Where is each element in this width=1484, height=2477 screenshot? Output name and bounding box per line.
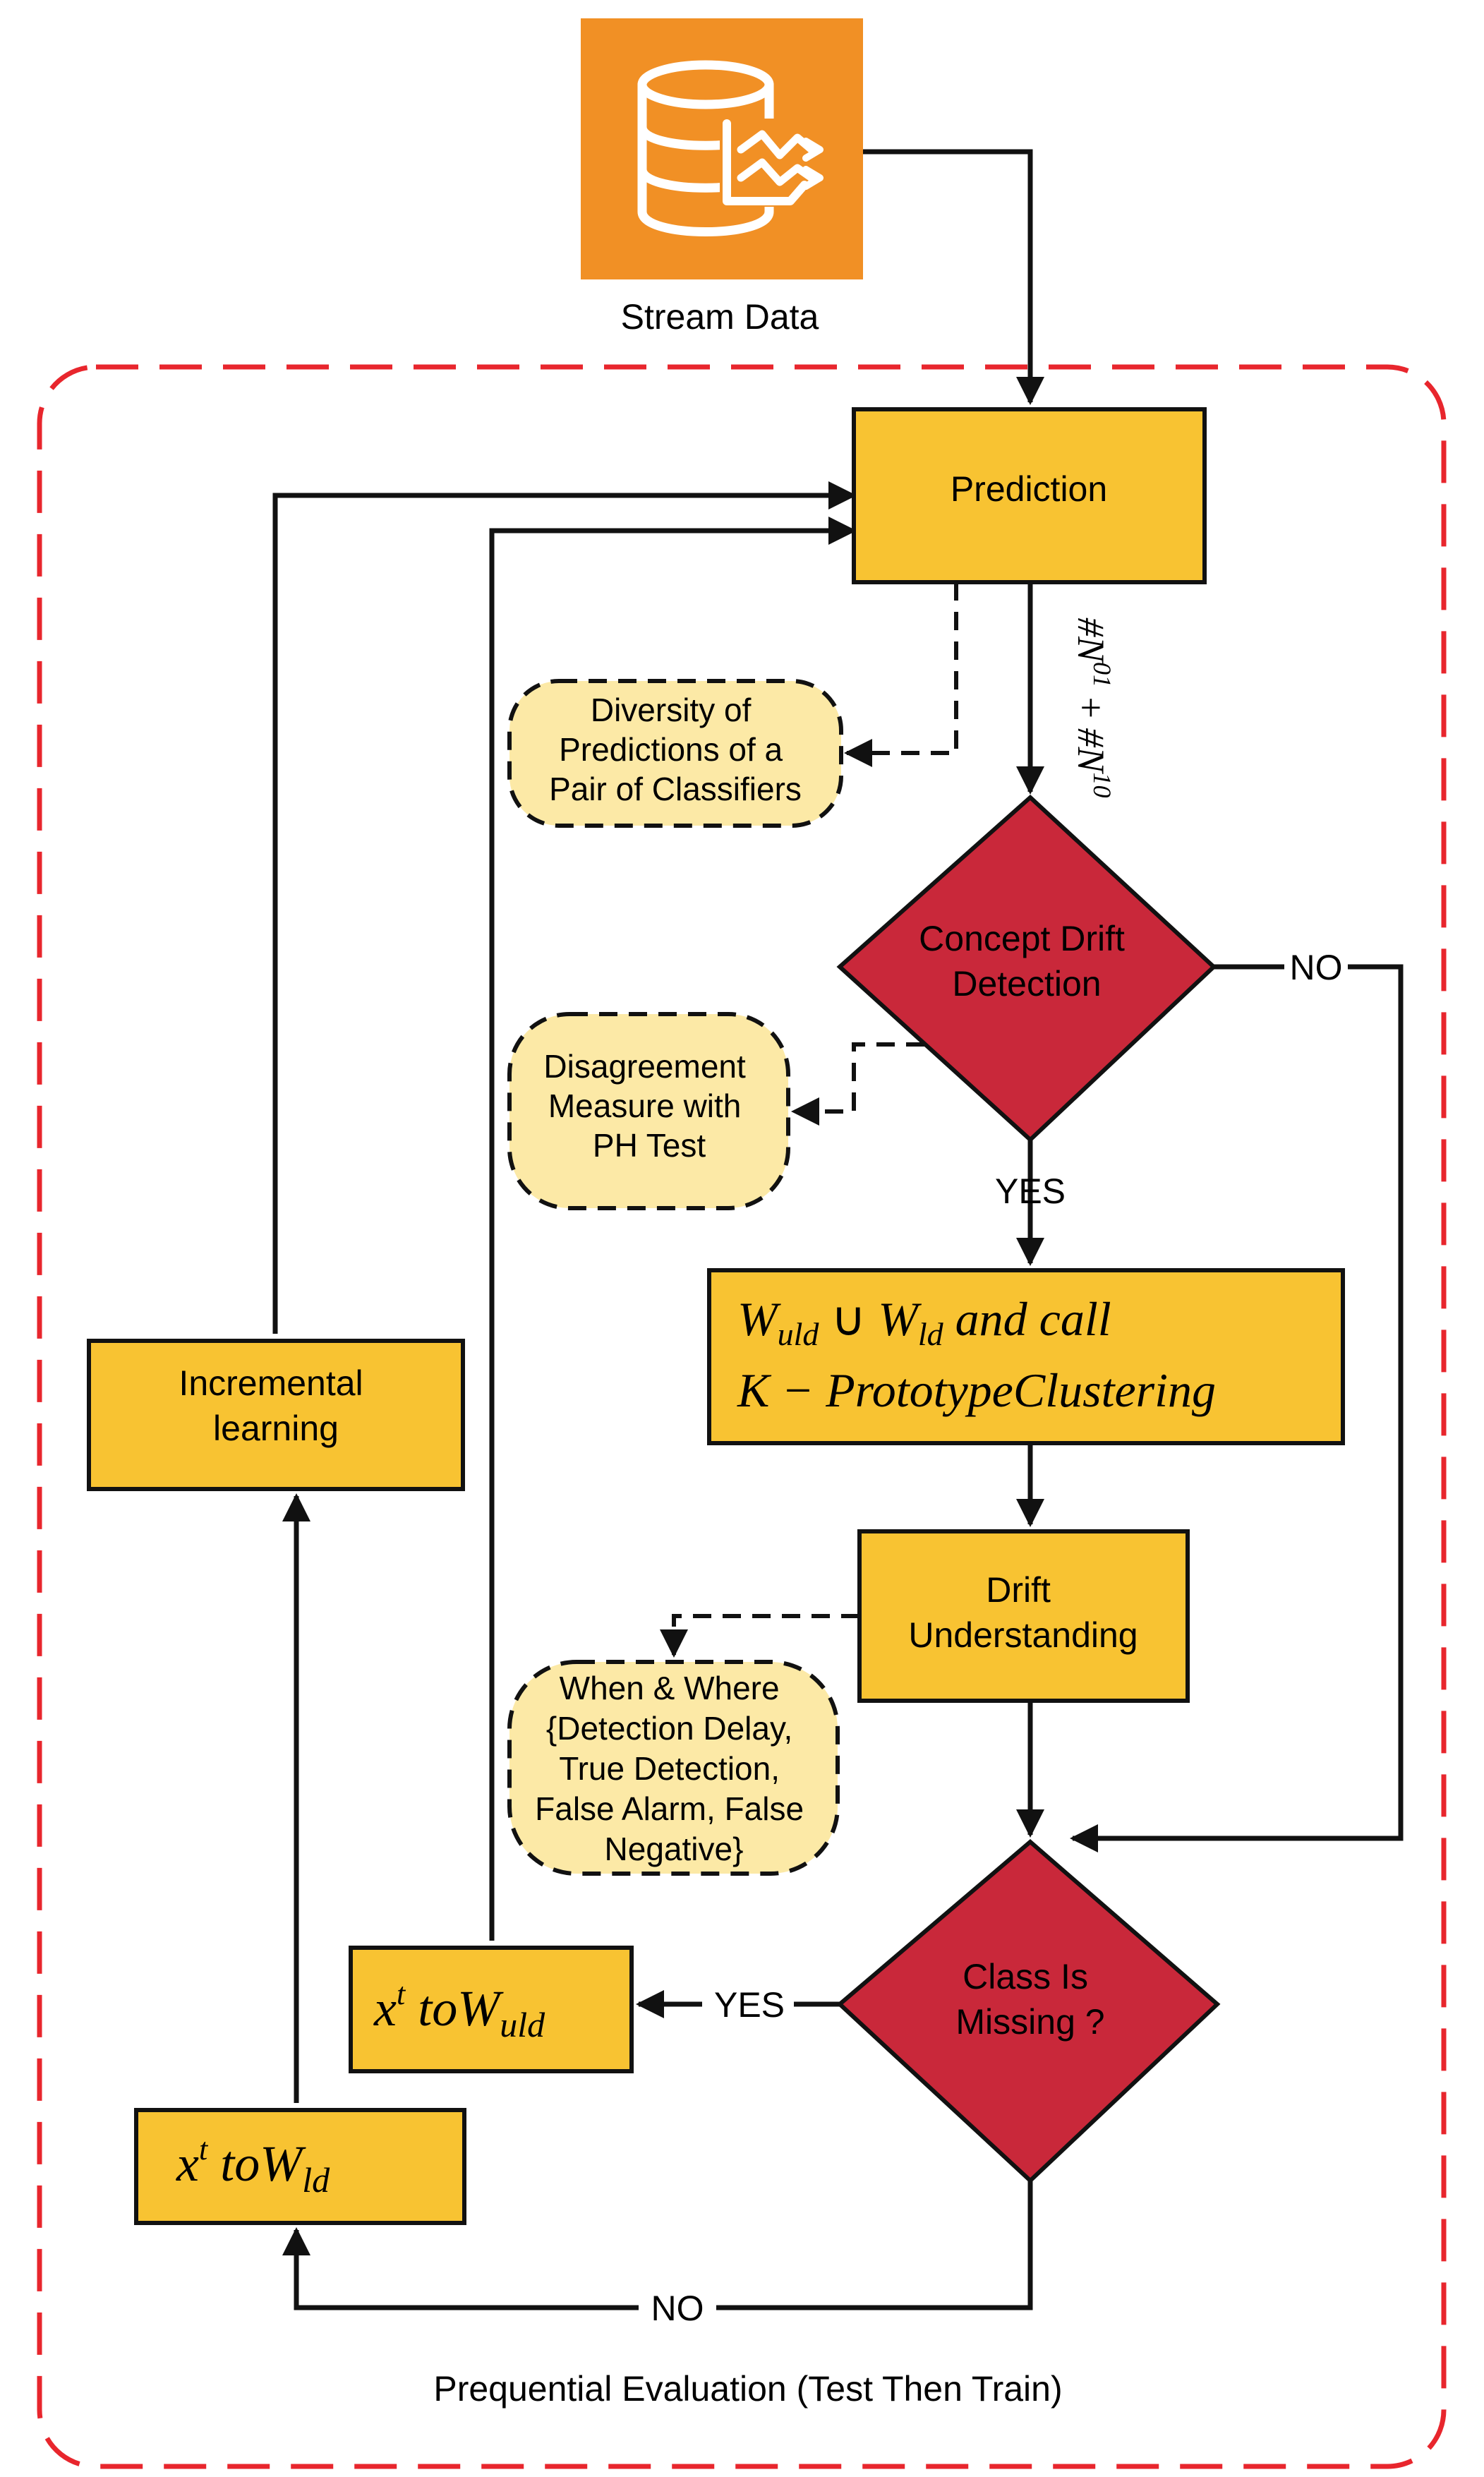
xt-to-wuld-label: xt toWuld (373, 1977, 545, 2044)
edge-incremental-to-prediction (272, 481, 857, 1334)
count-annotation: #N01 + #N10 (1070, 617, 1116, 798)
when-where-note-text: When & Where {Detection Delay, True Dete… (535, 1670, 813, 1867)
diversity-note-text: Diversity of Predictions of a Pair of Cl… (549, 692, 802, 807)
class-missing-label: Class Is Missing ? (955, 1957, 1104, 2042)
edge-missing-no (296, 2181, 1033, 2310)
disagreement-note-text: Disagreement Measure with PH Test (543, 1048, 754, 1164)
edge-wuld-to-prediction (489, 517, 857, 1941)
concept-drift-decision: Concept Drift Detection (836, 794, 1217, 1143)
diversity-note: Diversity of Predictions of a Pair of Cl… (507, 679, 843, 828)
drift-understanding-label: Drift Understanding (908, 1570, 1138, 1655)
missing-yes-label: YES (714, 1985, 785, 2025)
xt-to-wuld-box: xt toWuld (349, 1946, 634, 2073)
stream-data-label: Stream Data (621, 297, 819, 337)
prediction-box: Prediction (852, 407, 1207, 584)
disagreement-note: Disagreement Measure with PH Test (507, 1012, 790, 1210)
clustering-line-1: Wuld ∪ Wld and call (737, 1292, 1111, 1352)
edge-drift-no (1073, 964, 1404, 1838)
edges (272, 149, 1404, 2310)
drift-yes-label: YES (995, 1171, 1066, 1211)
frame-caption: Prequential Evaluation (Test Then Train) (433, 2369, 1062, 2409)
xt-to-wld-label: xt toWld (176, 2132, 330, 2200)
when-where-note: When & Where {Detection Delay, True Dete… (507, 1660, 840, 1876)
database-icon-glyph (637, 60, 774, 236)
concept-drift-label: Concept Drift Detection (919, 919, 1135, 1004)
incremental-learning-box: Incremental learning (87, 1339, 465, 1491)
drift-no-label: NO (1290, 948, 1343, 987)
clustering-line-2: K − PrototypeClustering (737, 1363, 1216, 1417)
incremental-learning-label: Incremental learning (179, 1363, 373, 1448)
prequential-evaluation-frame (37, 364, 1447, 2469)
dashed-drift-to-disagreement (791, 1042, 924, 1126)
dashed-understanding-to-whenwhere (660, 1614, 859, 1658)
dashed-prediction-to-diversity (844, 582, 958, 767)
missing-no-label: NO (651, 2289, 704, 2328)
stream-data-source: Stream Data (581, 18, 863, 337)
clustering-box: Wuld ∪ Wld and call K − PrototypeCluster… (707, 1268, 1345, 1445)
stream-chart-glyph (720, 119, 826, 207)
prediction-label: Prediction (951, 469, 1107, 509)
class-missing-decision: Class Is Missing ? (836, 1839, 1221, 2184)
edge-source-to-prediction (863, 149, 1044, 405)
note-connectors (660, 582, 958, 1658)
xt-to-wld-box: xt toWld (134, 2108, 466, 2225)
drift-understanding-box: Drift Understanding (857, 1529, 1190, 1703)
